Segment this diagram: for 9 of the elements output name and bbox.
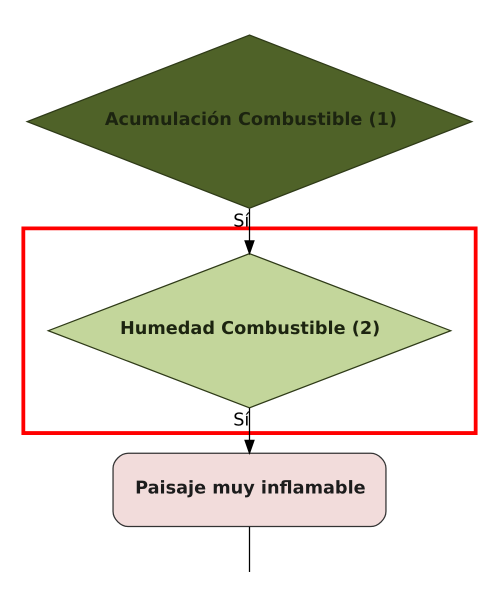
node-box: Paisaje muy inflamable xyxy=(112,452,387,528)
node-diamond: Humedad Combustible (2) xyxy=(46,252,452,408)
connector xyxy=(248,526,250,572)
edge-label: Sí xyxy=(233,211,250,232)
cluster xyxy=(21,226,478,435)
arrow xyxy=(244,408,255,455)
edge-label: Sí xyxy=(233,410,250,431)
node-diamond: Acumulación Combustible (1) xyxy=(25,34,474,209)
arrow xyxy=(244,208,255,256)
